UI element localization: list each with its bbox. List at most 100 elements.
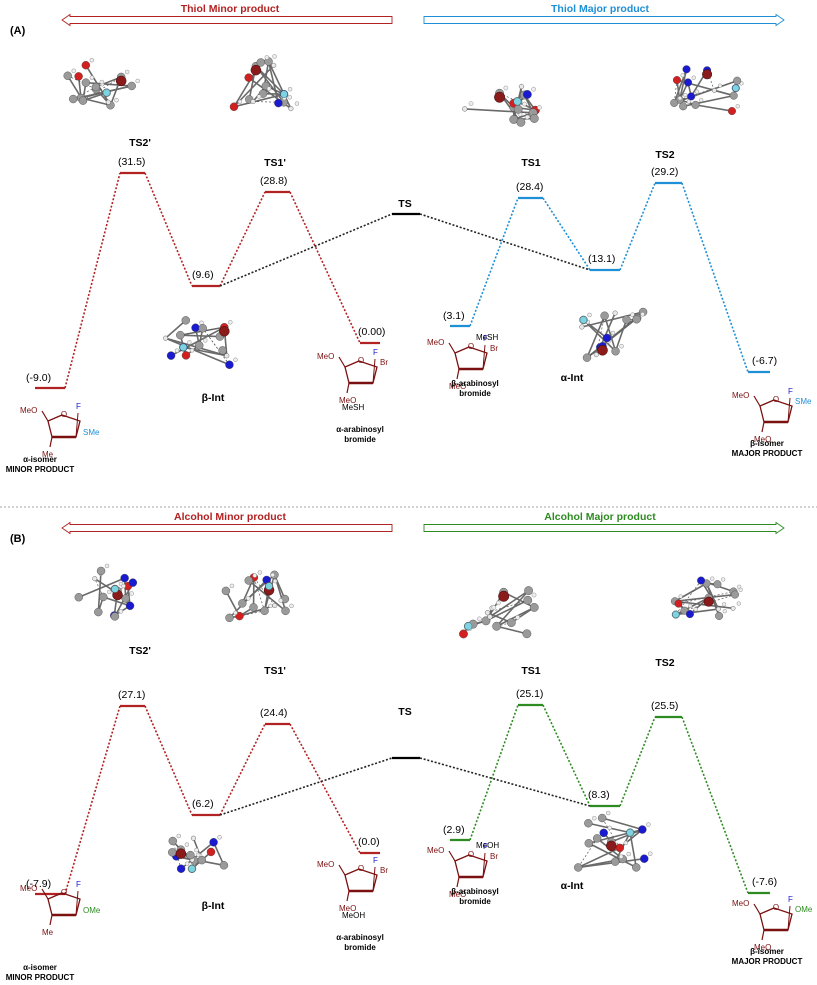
atom bbox=[128, 82, 136, 90]
hydrogen-atom bbox=[694, 607, 698, 611]
value-beta-int: (6.2) bbox=[192, 798, 214, 810]
bromine-atom bbox=[498, 591, 509, 602]
fluorine-label: F bbox=[788, 895, 793, 904]
atom bbox=[632, 863, 640, 871]
caption-alpha-bromide-2: bromide bbox=[344, 943, 376, 952]
value-alpha-bromide: (0.0) bbox=[358, 836, 380, 848]
hydrogen-atom bbox=[646, 823, 650, 827]
atom bbox=[182, 351, 190, 359]
bromine-atom bbox=[219, 326, 229, 336]
anomeric-substituent-label: SMe bbox=[83, 428, 100, 437]
atom bbox=[225, 614, 233, 622]
atom bbox=[623, 316, 631, 324]
major-header-text: Alcohol Major product bbox=[544, 511, 656, 523]
meo-label: MeO bbox=[427, 846, 444, 855]
hydrogen-atom bbox=[516, 615, 520, 619]
bromine-atom bbox=[606, 841, 616, 851]
hydrogen-atom bbox=[699, 98, 703, 102]
beta-int-structure bbox=[163, 316, 237, 368]
hydrogen-atom bbox=[105, 564, 109, 568]
hydrogen-atom bbox=[90, 58, 94, 62]
bond bbox=[754, 396, 760, 406]
fluorine-atom bbox=[103, 89, 110, 96]
atom bbox=[523, 630, 531, 638]
anomeric-substituent-label: SMe bbox=[795, 397, 812, 406]
hydrogen-atom bbox=[267, 87, 271, 91]
fluorine-atom bbox=[672, 611, 679, 618]
hydrogen-atom bbox=[687, 100, 691, 104]
ts1-prime-label: TS1' bbox=[264, 665, 286, 677]
value-ts2-prime: (27.1) bbox=[118, 689, 145, 701]
bond bbox=[449, 343, 455, 353]
atom bbox=[92, 83, 100, 91]
hydrogen-atom bbox=[253, 574, 257, 578]
hydrogen-atom bbox=[710, 577, 714, 581]
hydrogen-atom bbox=[175, 349, 179, 353]
path-segment bbox=[65, 706, 120, 894]
atom bbox=[583, 354, 591, 362]
minor-header-text: Alcohol Minor product bbox=[174, 511, 286, 523]
central-ts-label: TS bbox=[398, 706, 411, 718]
beta-bromide-nucleophile-label: MeOH bbox=[476, 841, 499, 850]
atom bbox=[692, 101, 700, 109]
value-beta-isomer: (-6.7) bbox=[752, 355, 777, 367]
hydrogen-atom bbox=[271, 573, 275, 577]
atom bbox=[613, 311, 618, 316]
hydrogen-atom bbox=[130, 591, 134, 595]
bond bbox=[347, 383, 349, 393]
atom bbox=[271, 63, 276, 68]
bond bbox=[762, 930, 764, 940]
value-ts1: (28.4) bbox=[516, 181, 543, 193]
atom bbox=[730, 92, 738, 100]
atom bbox=[126, 602, 134, 610]
atom bbox=[697, 577, 705, 585]
atom bbox=[574, 863, 582, 871]
value-ts2: (25.5) bbox=[651, 700, 678, 712]
atom bbox=[192, 324, 200, 332]
ts2-prime-structure bbox=[64, 58, 140, 109]
atom bbox=[191, 836, 196, 841]
atom bbox=[507, 618, 515, 626]
path-segment bbox=[290, 192, 360, 343]
fluorine-atom bbox=[111, 586, 118, 593]
value-alpha-isomer: (-9.0) bbox=[26, 372, 51, 384]
atom bbox=[517, 118, 525, 126]
hydrogen-atom bbox=[718, 84, 722, 88]
atom bbox=[686, 610, 694, 618]
atom bbox=[230, 103, 238, 111]
fluorine-atom bbox=[188, 865, 195, 872]
atom bbox=[611, 858, 619, 866]
atom bbox=[580, 325, 585, 330]
hydrogen-atom bbox=[90, 76, 94, 80]
path-segment bbox=[65, 173, 120, 388]
caption-alpha-isomer-1: α-isomer bbox=[23, 963, 57, 972]
atom bbox=[224, 353, 229, 358]
ts1-structure bbox=[459, 586, 538, 638]
atom bbox=[640, 855, 648, 863]
atom bbox=[163, 336, 168, 341]
atom bbox=[679, 103, 687, 111]
hydrogen-atom bbox=[678, 96, 682, 100]
atom bbox=[220, 861, 228, 869]
path-segment bbox=[470, 198, 518, 326]
alpha-int-structure bbox=[574, 811, 652, 871]
atom bbox=[687, 93, 695, 101]
hydrogen-atom bbox=[196, 853, 200, 857]
hydrogen-atom bbox=[194, 848, 198, 852]
hydrogen-atom bbox=[288, 87, 292, 91]
path-segment bbox=[145, 706, 192, 815]
fluorine-atom bbox=[281, 91, 288, 98]
bond bbox=[50, 437, 52, 447]
meo-label: MeO bbox=[732, 391, 749, 400]
hydrogen-atom bbox=[587, 313, 591, 317]
atom bbox=[92, 576, 97, 581]
atom bbox=[714, 580, 722, 588]
meo-label: MeO bbox=[732, 899, 749, 908]
hydrogen-atom bbox=[269, 604, 273, 608]
atom bbox=[731, 606, 735, 610]
minor-header-arrow bbox=[62, 15, 392, 26]
hydrogen-atom bbox=[608, 826, 612, 830]
path-segment bbox=[543, 705, 590, 806]
atom bbox=[598, 814, 606, 822]
